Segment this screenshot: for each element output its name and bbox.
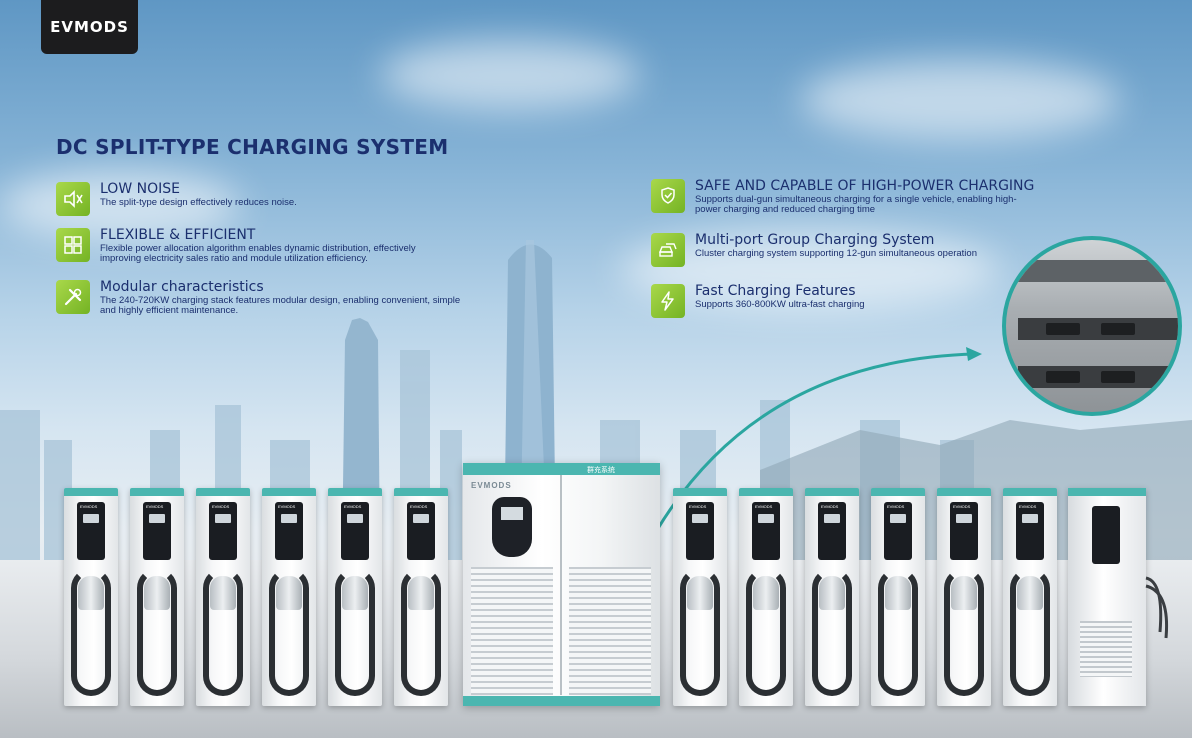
charger-brand: EVMODS [755, 504, 773, 509]
cloud [380, 40, 640, 110]
feature-heading: Multi-port Group Charging System [695, 232, 935, 248]
charging-gun [276, 576, 302, 610]
cloud [800, 60, 1120, 140]
charging-cabinet: EVMODS 群充系统 [463, 463, 660, 706]
charger-screen [209, 502, 237, 560]
charger-screen [752, 502, 780, 560]
charging-cable [203, 568, 243, 696]
charger-screen [1016, 502, 1044, 560]
charging-pile: EVMODS [937, 488, 991, 706]
charger-screen [407, 502, 435, 560]
charging-cable [746, 568, 786, 696]
shield-hands-icon [651, 179, 685, 213]
charger-brand: EVMODS [80, 504, 98, 509]
cloud [0, 170, 240, 240]
charging-cable [944, 568, 984, 696]
charging-pile: EVMODS [805, 488, 859, 706]
charging-cable [680, 568, 720, 696]
feature-description: Flexible power allocation algorithm enab… [100, 243, 416, 264]
charging-cable [812, 568, 852, 696]
charging-gun [78, 576, 104, 610]
charging-gun [408, 576, 434, 610]
power-unit-screen [1092, 506, 1120, 564]
cars-group-icon [651, 233, 685, 267]
charger-brand: EVMODS [278, 504, 296, 509]
feature-fast-charging: Fast Charging Features Supports 360-800K… [651, 284, 865, 318]
charger-brand: EVMODS [689, 504, 707, 509]
charger-screen [275, 502, 303, 560]
charging-pile: EVMODS [673, 488, 727, 706]
charger-brand: EVMODS [953, 504, 971, 509]
feature-low-noise: LOW NOISE The split-type design effectiv… [56, 182, 297, 216]
charging-pile: EVMODS [1003, 488, 1057, 706]
feature-description: Supports 360-800KW ultra-fast charging [695, 299, 865, 310]
charger-brand: EVMODS [410, 504, 428, 509]
charging-pile: EVMODS [130, 488, 184, 706]
charging-pile: EVMODS [64, 488, 118, 706]
feature-heading: SAFE AND CAPABLE OF HIGH-POWER CHARGING [695, 178, 1035, 194]
charger-screen [884, 502, 912, 560]
logo-text: EVMODS [50, 18, 129, 36]
puzzle-module-icon [56, 228, 90, 262]
charging-gun [951, 576, 977, 610]
charging-cable [269, 568, 309, 696]
charging-pile: EVMODS [394, 488, 448, 706]
tools-icon [56, 280, 90, 314]
page-title: DC SPLIT-TYPE CHARGING SYSTEM [56, 135, 449, 159]
charger-brand: EVMODS [1019, 504, 1037, 509]
charger-brand: EVMODS [821, 504, 839, 509]
charger-screen [143, 502, 171, 560]
noise-reduction-icon [56, 182, 90, 216]
brand-logo: EVMODS [41, 0, 138, 54]
charger-screen [341, 502, 369, 560]
charging-pile: EVMODS [328, 488, 382, 706]
charger-brand: EVMODS [344, 504, 362, 509]
charger-screen [686, 502, 714, 560]
charger-brand: EVMODS [887, 504, 905, 509]
charging-gun [342, 576, 368, 610]
charging-cable [137, 568, 177, 696]
charger-screen [950, 502, 978, 560]
feature-heading: FLEXIBLE & EFFICIENT [100, 227, 256, 243]
cabinet-control-panel [492, 497, 532, 557]
charging-cable [71, 568, 111, 696]
charging-cable [335, 568, 375, 696]
charging-cable [1010, 568, 1050, 696]
charging-cable [878, 568, 918, 696]
charging-pile: EVMODS [196, 488, 250, 706]
charger-brand: EVMODS [146, 504, 164, 509]
charger-screen [77, 502, 105, 560]
feature-description: Supports dual-gun simultaneous charging … [695, 194, 1017, 215]
charger-brand: EVMODS [212, 504, 230, 509]
charging-gun [144, 576, 170, 610]
lightning-bolt-icon [651, 284, 685, 318]
charging-gun [885, 576, 911, 610]
charging-gun [819, 576, 845, 610]
connector-detail-zoom [1002, 236, 1182, 416]
charging-pile: EVMODS [871, 488, 925, 706]
charging-gun [1017, 576, 1043, 610]
feature-heading: Fast Charging Features [695, 283, 856, 299]
feature-description: The 240-720KW charging stack features mo… [100, 295, 461, 316]
charger-screen [818, 502, 846, 560]
charging-pile: EVMODS [262, 488, 316, 706]
charging-pile: EVMODS [739, 488, 793, 706]
cabinet-brand: EVMODS [471, 481, 512, 490]
charging-gun [753, 576, 779, 610]
feature-group-charging: Multi-port Group Charging System Cluster… [651, 233, 977, 267]
charging-gun [210, 576, 236, 610]
charging-cable [401, 568, 441, 696]
feature-description: Cluster charging system supporting 12-gu… [695, 248, 977, 259]
feature-modular-characteristics: Modular characteristics The 240-720KW ch… [56, 280, 470, 316]
power-unit-cable [1145, 576, 1169, 639]
power-unit [1068, 488, 1146, 706]
feature-flexible-efficient: FLEXIBLE & EFFICIENT Flexible power allo… [56, 228, 450, 264]
feature-heading: LOW NOISE [100, 181, 180, 197]
feature-description: The split-type design effectively reduce… [100, 197, 297, 208]
charging-gun [687, 576, 713, 610]
feature-high-power-charging: SAFE AND CAPABLE OF HIGH-POWER CHARGING … [651, 179, 1034, 215]
feature-heading: Modular characteristics [100, 279, 264, 295]
cabinet-label: 群充系统 [587, 467, 615, 474]
